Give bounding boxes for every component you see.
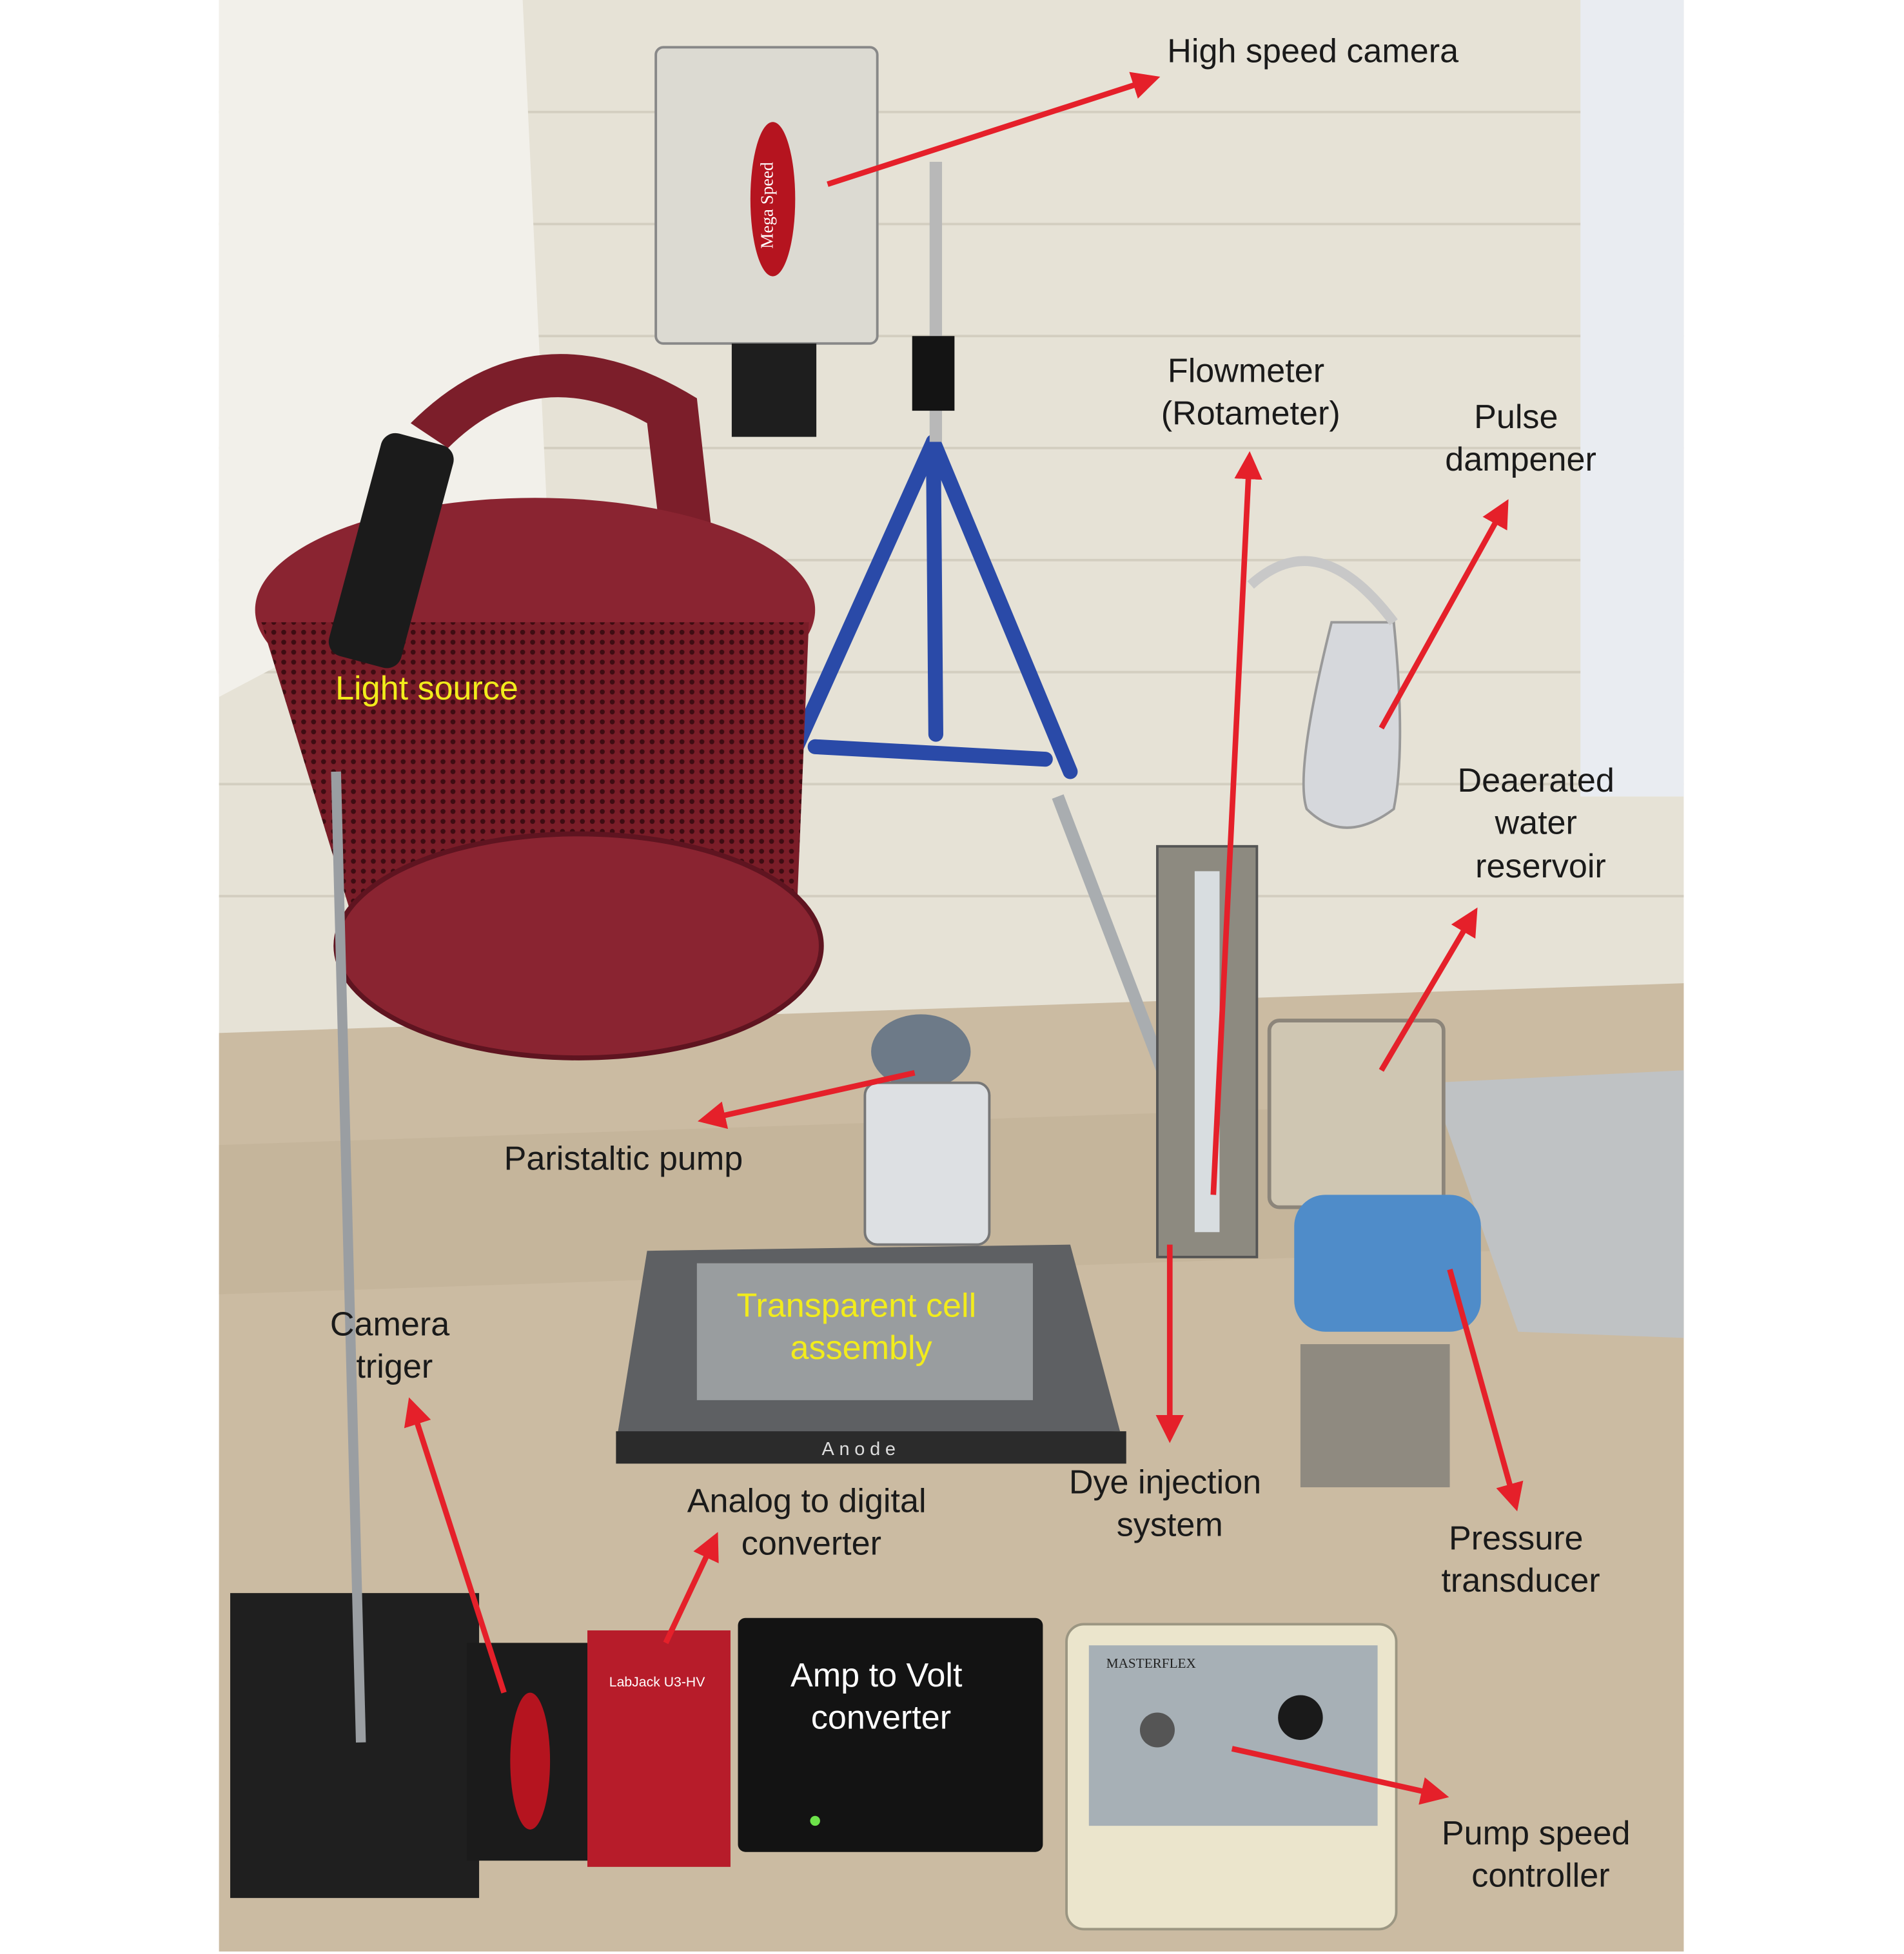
label-dye-injection-system: Dye injection system <box>1069 1464 1271 1544</box>
transparent-cell-assembly: Anode <box>616 1244 1126 1464</box>
water-reservoir-beaker <box>1267 1019 1446 1209</box>
label-high-speed-camera: High speed camera <box>1167 33 1458 70</box>
annotation-labels: High speed camera Flowmeter (Rotameter) … <box>330 33 1640 1895</box>
annotation-arrows <box>404 72 1524 1805</box>
arrow-peristaltic-pump <box>698 1070 916 1129</box>
label-pulse-dampener: Pulse dampener <box>1445 398 1596 478</box>
label-transparent-cell-assembly: Transparent cell assembly <box>737 1287 986 1367</box>
arrow-flowmeter <box>1210 451 1262 1195</box>
label-deaerated-water-reservoir: Deaerated water reservoir <box>1458 762 1624 885</box>
amp-to-volt-box <box>738 1617 1043 1852</box>
label-analog-to-digital-converter: Analog to digital converter <box>687 1483 936 1563</box>
label-peristaltic-pump: Paristaltic pump <box>504 1140 743 1178</box>
label-pump-speed-controller: Pump speed controller <box>1442 1815 1640 1895</box>
arrow-camera-trigger <box>404 1397 507 1694</box>
pulse-dampener <box>1302 621 1402 829</box>
arrow-pressure-transducer <box>1447 1269 1524 1512</box>
label-amp-to-volt-converter: Amp to Volt converter <box>790 1657 972 1737</box>
tray <box>1431 1070 1684 1338</box>
label-flowmeter: Flowmeter (Rotameter) <box>1161 353 1340 433</box>
arrow-pulse-dampener <box>1379 499 1509 730</box>
masterflex-logo: MASTERFLEX <box>1106 1656 1196 1671</box>
label-light-source: Light source <box>335 670 518 707</box>
arrow-adc <box>663 1532 719 1645</box>
white-board <box>1580 0 1684 797</box>
labjack-adc: LabJack U3-HV <box>587 1630 731 1867</box>
arrow-high-speed-camera <box>827 72 1161 187</box>
tripod <box>789 434 1078 779</box>
pump-speed-controller-box: MASTERFLEX <box>1065 1623 1398 1931</box>
camera-trigger-box <box>466 1643 589 1861</box>
pressure-transducer <box>1294 1195 1481 1488</box>
arrow-pump-speed-controller <box>1231 1746 1449 1805</box>
high-speed-camera: Mega Speed <box>654 46 955 437</box>
light-source-lamp <box>255 354 824 1060</box>
peristaltic-pump <box>863 1014 991 1246</box>
labjack-logo: LabJack U3-HV <box>609 1675 705 1690</box>
label-pressure-transducer: Pressure transducer <box>1441 1520 1600 1600</box>
anode-text: Anode <box>821 1439 900 1460</box>
mega-speed-logo: Mega Speed <box>758 162 777 249</box>
label-camera-trigger: Camera triger <box>330 1305 459 1385</box>
arrow-deaerated-water-reservoir <box>1379 907 1478 1072</box>
